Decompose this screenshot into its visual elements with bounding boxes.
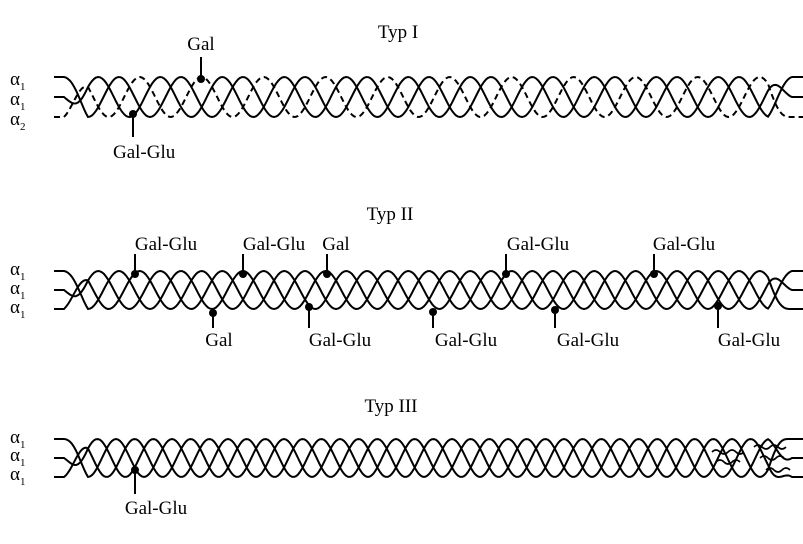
- panel-title: Typ I: [378, 22, 418, 43]
- glycosylation-site-bottom: Gal-Glu: [429, 308, 498, 351]
- glyco-dot: [714, 302, 722, 310]
- glyco-dot: [429, 308, 437, 316]
- glyco-label: Gal-Glu: [309, 330, 372, 351]
- glycosylation-site-top: Gal-Glu: [239, 234, 306, 278]
- glyco-dot: [131, 270, 139, 278]
- glyco-label: Gal-Glu: [243, 234, 306, 255]
- glyco-dot: [551, 306, 559, 314]
- wavy-crosslink: [715, 459, 741, 465]
- glyco-label: Gal-Glu: [435, 330, 498, 351]
- helix-strand: [54, 438, 803, 479]
- triple-helix: [54, 437, 803, 479]
- disulfide-crosslinks: [711, 444, 791, 473]
- helix-strand: [54, 437, 803, 479]
- glyco-label: Gal-Glu: [125, 498, 188, 519]
- glyco-label: Gal: [205, 330, 232, 351]
- wavy-crosslink: [759, 455, 785, 461]
- glyco-dot: [323, 270, 331, 278]
- glycosylation-site-top: Gal-Glu: [502, 234, 570, 278]
- glycosylation-site-top: Gal: [187, 34, 215, 83]
- glycosylation-site-bottom: Gal-Glu: [714, 302, 781, 351]
- glyco-dot: [131, 466, 139, 474]
- glyco-label: Gal: [322, 234, 349, 255]
- panel-typ-i: Typ I α1 α1 α2 Gal Gal-Glu: [10, 22, 803, 163]
- glyco-label: Gal-Glu: [507, 234, 570, 255]
- helix-strand: [54, 76, 803, 119]
- wavy-crosslink: [753, 444, 787, 450]
- wavy-crosslink: [765, 467, 791, 473]
- triple-helix: [54, 75, 803, 119]
- glyco-label: Gal-Glu: [135, 234, 198, 255]
- glyco-dot: [502, 270, 510, 278]
- glyco-dot: [239, 270, 247, 278]
- panel-title: Typ III: [364, 396, 417, 417]
- glycosylation-site-bottom: Gal-Glu: [125, 466, 188, 519]
- glyco-dot: [209, 309, 217, 317]
- glyco-dot: [129, 110, 137, 118]
- helix-strand: [54, 75, 803, 119]
- glycosylation-site-bottom: Gal: [205, 309, 233, 351]
- panel-typ-ii: Typ II α1 α1 α1 Gal-Glu Gal-Glu Gal Gal-…: [10, 204, 803, 351]
- wavy-crosslink: [711, 449, 745, 455]
- glycosylation-site-top: Gal-Glu: [650, 234, 716, 278]
- panel-title: Typ II: [367, 204, 414, 225]
- panel-typ-iii: Typ III α1 α1 α1 Gal-Glu: [10, 396, 803, 519]
- triple-helix: [54, 269, 803, 311]
- glyco-label: Gal-Glu: [653, 234, 716, 255]
- helix-strand: [54, 438, 803, 478]
- glycosylation-site-bottom: Gal-Glu: [551, 306, 620, 351]
- glyco-label: Gal-Glu: [557, 330, 620, 351]
- glyco-label: Gal-Glu: [718, 330, 781, 351]
- glycosylation-site-bottom: Gal-Glu: [305, 303, 372, 351]
- glycosylation-site-top: Gal: [322, 234, 350, 278]
- helix-strand: [54, 269, 803, 311]
- glyco-dot: [197, 75, 205, 83]
- helix-strand: [54, 75, 803, 119]
- glyco-dot: [305, 303, 313, 311]
- glyco-label: Gal-Glu: [113, 142, 176, 163]
- glycosylation-site-bottom: Gal-Glu: [113, 110, 176, 163]
- glyco-dot: [650, 270, 658, 278]
- glyco-label: Gal: [187, 34, 214, 55]
- helix-strand: [54, 269, 803, 311]
- helix-strand: [54, 270, 803, 311]
- glycosylation-site-top: Gal-Glu: [131, 234, 198, 278]
